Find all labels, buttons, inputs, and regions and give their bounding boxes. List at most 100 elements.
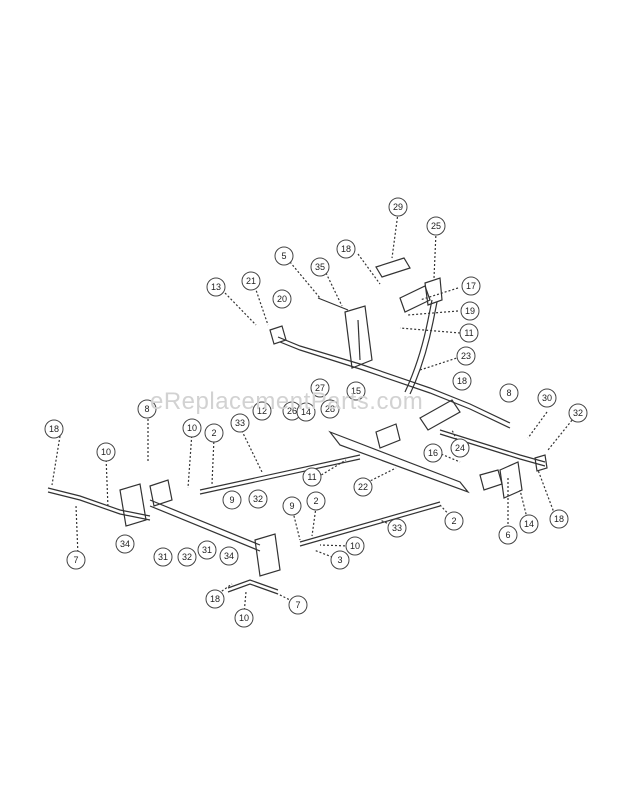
callout-21: 21 [241, 271, 261, 291]
callout-label: 9 [229, 495, 234, 505]
callout-12: 12 [252, 401, 272, 421]
callout-circle [461, 276, 481, 296]
callout-8: 8 [499, 383, 519, 403]
callout-label: 17 [466, 281, 476, 291]
callout-circle [568, 403, 588, 423]
callout-label: 8 [506, 388, 511, 398]
callout-label: 10 [101, 447, 111, 457]
callout-label: 7 [73, 555, 78, 565]
callout-18: 18 [452, 371, 472, 391]
callout-label: 26 [287, 406, 297, 416]
callout-18: 18 [205, 589, 225, 609]
callout-circle [346, 381, 366, 401]
callout-7: 7 [66, 550, 86, 570]
callout-label: 25 [431, 221, 441, 231]
callout-35: 35 [310, 257, 330, 277]
callout-circle [426, 216, 446, 236]
callout-circle [388, 197, 408, 217]
callout-label: 19 [465, 306, 475, 316]
callout-circle [498, 525, 518, 545]
callout-label: 33 [392, 523, 402, 533]
callout-label: 10 [187, 423, 197, 433]
callout-label: 11 [464, 328, 473, 338]
callout-label: 18 [341, 244, 351, 254]
callout-circle [177, 547, 197, 567]
callout-label: 18 [49, 424, 59, 434]
callout-circle [452, 371, 472, 391]
callout-circle [353, 477, 373, 497]
callout-28: 28 [320, 399, 340, 419]
callout-circle [296, 402, 316, 422]
callout-18: 18 [336, 239, 356, 259]
callout-8: 8 [137, 399, 157, 419]
callout-2: 2 [444, 511, 464, 531]
callout-33: 33 [387, 518, 407, 538]
callout-18: 18 [44, 419, 64, 439]
callout-circle [310, 257, 330, 277]
callout-7: 7 [288, 595, 308, 615]
callout-label: 27 [315, 383, 325, 393]
callout-10: 10 [345, 536, 365, 556]
callout-3: 3 [330, 550, 350, 570]
callout-label: 7 [295, 600, 300, 610]
callout-label: 32 [253, 494, 263, 504]
callout-label: 29 [393, 202, 403, 212]
callout-9: 9 [222, 490, 242, 510]
callout-25: 25 [426, 216, 446, 236]
callout-circle [345, 536, 365, 556]
callout-label: 31 [158, 552, 168, 562]
callout-circle [66, 550, 86, 570]
callout-circle [272, 289, 292, 309]
callout-10: 10 [182, 418, 202, 438]
callout-label: 12 [257, 406, 267, 416]
callout-circle [44, 419, 64, 439]
callout-circle [96, 442, 116, 462]
callout-31: 31 [153, 547, 173, 567]
callout-circle [230, 413, 250, 433]
callout-24: 24 [450, 438, 470, 458]
callout-label: 32 [182, 552, 192, 562]
callout-circle [282, 496, 302, 516]
callout-label: 31 [202, 545, 212, 555]
callout-label: 33 [235, 418, 245, 428]
callout-label: 16 [428, 448, 438, 458]
callout-23: 23 [456, 346, 476, 366]
callout-14: 14 [519, 514, 539, 534]
callout-circle [519, 514, 539, 534]
callout-9: 9 [282, 496, 302, 516]
callout-circle [153, 547, 173, 567]
callout-circle [197, 540, 217, 560]
callout-label: 8 [144, 404, 149, 414]
callout-label: 34 [120, 539, 130, 549]
callout-circle [274, 246, 294, 266]
callout-label: 18 [457, 376, 467, 386]
callout-circle [248, 489, 268, 509]
callout-circle [460, 301, 480, 321]
callout-label: 14 [524, 519, 534, 529]
callout-circle [499, 383, 519, 403]
callout-circle [252, 401, 272, 421]
callout-label: 18 [554, 514, 564, 524]
callout-2: 2 [306, 491, 326, 511]
callout-27: 27 [310, 378, 330, 398]
callout-label: 34 [224, 551, 234, 561]
callout-circle [205, 589, 225, 609]
callout-label: 3 [337, 555, 342, 565]
callout-label: 2 [313, 496, 318, 506]
callout-label: 11 [307, 472, 316, 482]
callout-label: 2 [451, 516, 456, 526]
callout-label: 2 [211, 428, 216, 438]
callout-label: 10 [239, 613, 249, 623]
callout-34: 34 [219, 546, 239, 566]
callout-label: 6 [505, 530, 510, 540]
diagram-linework [47, 212, 578, 615]
callout-circle [423, 443, 443, 463]
callout-19: 19 [460, 301, 480, 321]
callout-circle [115, 534, 135, 554]
callout-14: 14 [296, 402, 316, 422]
callout-11: 11 [459, 323, 479, 343]
callout-circle [302, 467, 322, 487]
callout-label: 20 [277, 294, 287, 304]
